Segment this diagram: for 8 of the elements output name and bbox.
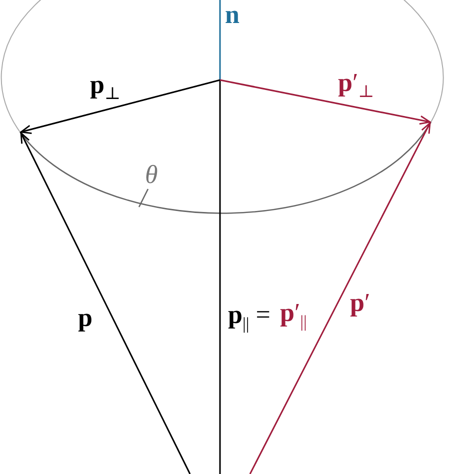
vector-label: p$_{⊥}$ bbox=[90, 72, 120, 102]
vector-label: p′ bbox=[350, 290, 370, 316]
angle-label: θ bbox=[145, 162, 158, 188]
vector-label: p bbox=[78, 305, 92, 331]
axis-label: n bbox=[225, 2, 240, 28]
vector-label: p′$_{⊥}$ bbox=[338, 70, 374, 100]
vector-label: p′$_{||}$ bbox=[280, 300, 307, 330]
vector-label: p$_{||}$ = bbox=[228, 302, 270, 332]
